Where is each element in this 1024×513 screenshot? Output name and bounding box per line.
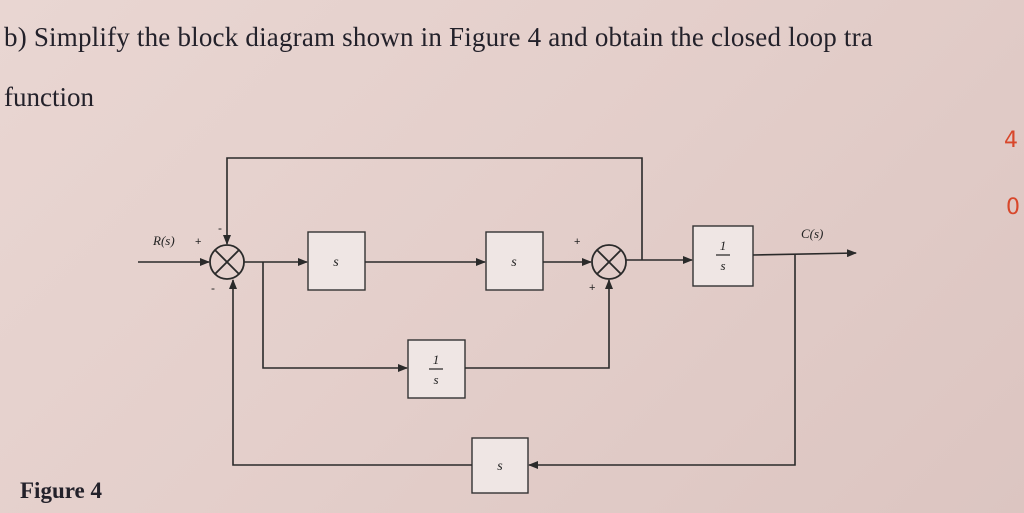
bottom-feedback-out <box>229 279 472 466</box>
integrator-forward-den: s <box>720 258 725 273</box>
output-label: C(s) <box>801 226 823 241</box>
question-text: b) Simplify the block diagram shown in F… <box>4 22 873 52</box>
block-s-second <box>485 231 544 291</box>
sign-sum2-left: + <box>574 236 580 248</box>
block-s-feedback-label: s <box>497 459 503 474</box>
top-feedback-loop <box>223 157 643 260</box>
block-s-first-label: s <box>333 255 339 270</box>
parallel-branch-in <box>262 262 408 372</box>
parallel-branch-out <box>465 279 613 369</box>
sign-sum1-top: - <box>218 221 222 235</box>
bottom-feedback-in <box>528 254 796 469</box>
block-s-second-label: s <box>511 255 517 270</box>
integrator-parallel-den: s <box>433 372 438 387</box>
margin-mark-score: 4 <box>1004 128 1018 153</box>
sign-sum1-bottom: - <box>211 281 215 295</box>
margin-mark-zero: 0 <box>1006 195 1020 220</box>
block-s-first <box>307 231 366 291</box>
input-label: R(s) <box>152 233 175 248</box>
question-text-continued: function <box>4 82 94 112</box>
block-integrator-forward <box>692 225 754 287</box>
output-signal-line <box>752 249 857 258</box>
summing-junction-1 <box>209 244 245 280</box>
integrator-forward-num: 1 <box>720 238 727 253</box>
sign-sum2-bottom: + <box>589 282 595 294</box>
summing-junction-2 <box>591 244 627 280</box>
sign-sum1-input: + <box>195 236 201 248</box>
figure-caption: Figure 4 <box>20 478 102 503</box>
integrator-parallel-num: 1 <box>433 352 440 367</box>
block-s-feedback <box>471 437 529 494</box>
